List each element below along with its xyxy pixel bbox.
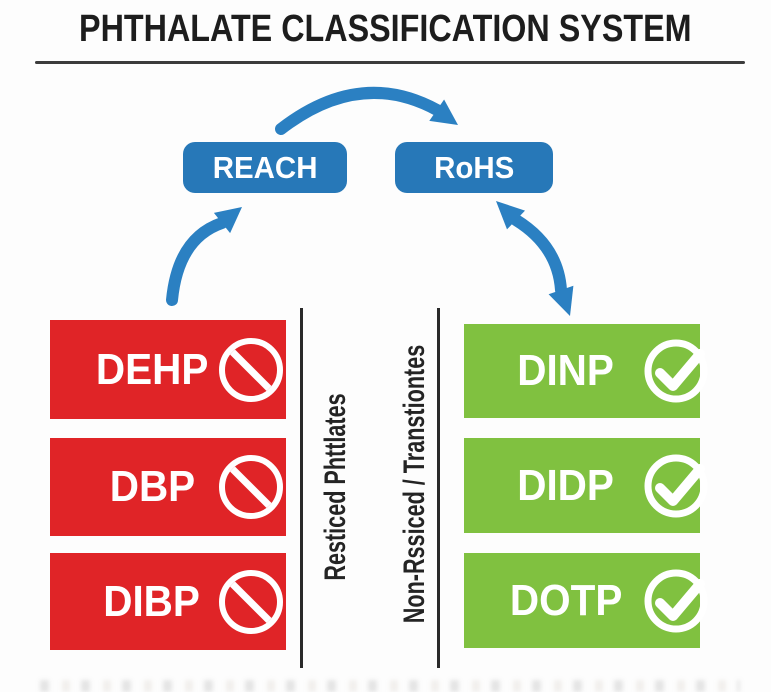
arrow-reach-to-rohs bbox=[275, 86, 458, 135]
prohibited-icon bbox=[219, 337, 283, 402]
chem-label: DINP bbox=[464, 324, 668, 418]
chem-label: DBP bbox=[50, 438, 254, 536]
chem-label: DOTP bbox=[464, 553, 668, 648]
page-title: PHTHALATE CLASSIFICATION SYSTEM bbox=[79, 8, 692, 50]
prohibited-slash bbox=[225, 461, 277, 513]
chem-name: DIBP bbox=[103, 576, 201, 626]
chem-box-dinp: DINP bbox=[464, 324, 708, 418]
rohs-badge-label: RoHS bbox=[433, 149, 515, 185]
check-icon bbox=[644, 569, 708, 632]
reach-badge-label: REACH bbox=[212, 149, 318, 185]
chem-name: DEHP bbox=[95, 344, 209, 394]
check-icon bbox=[644, 339, 708, 403]
chem-name: DBP bbox=[109, 462, 195, 511]
title-wrap: PHTHALATE CLASSIFICATION SYSTEM bbox=[0, 8, 771, 51]
prohibited-slash bbox=[225, 575, 277, 628]
chem-box-dbp: DBP bbox=[50, 438, 286, 536]
arrow-rohs-to-compliant bbox=[496, 201, 574, 316]
prohibited-icon bbox=[219, 455, 283, 519]
restricted-axis-label: Resticed Phttlates bbox=[319, 393, 352, 581]
chem-box-dibp: DIBP bbox=[50, 553, 286, 650]
non-restricted-axis-label: Non-Rssiced / Transtiontes bbox=[398, 344, 431, 624]
bottom-noise-artifact bbox=[40, 680, 740, 692]
chem-label: DEHP bbox=[50, 320, 254, 419]
divider-line-right bbox=[437, 308, 440, 668]
prohibited-slash bbox=[225, 343, 277, 396]
arrow-restricted-to-reach bbox=[166, 207, 242, 306]
prohibited-icon bbox=[219, 569, 283, 634]
chem-label: DIDP bbox=[464, 438, 668, 533]
chem-label: DIBP bbox=[50, 553, 254, 650]
title-divider bbox=[35, 61, 745, 64]
chem-box-didp: DIDP bbox=[464, 438, 708, 533]
chem-box-dehp: DEHP bbox=[50, 320, 286, 419]
chem-box-dotp: DOTP bbox=[464, 553, 708, 648]
reach-badge: REACH bbox=[183, 142, 347, 193]
chem-name: DIDP bbox=[517, 460, 615, 510]
check-icon bbox=[644, 454, 708, 517]
rohs-badge: RoHS bbox=[395, 142, 553, 193]
divider-line-left bbox=[300, 308, 303, 668]
chem-name: DOTP bbox=[509, 575, 623, 625]
chem-name: DINP bbox=[517, 346, 615, 395]
